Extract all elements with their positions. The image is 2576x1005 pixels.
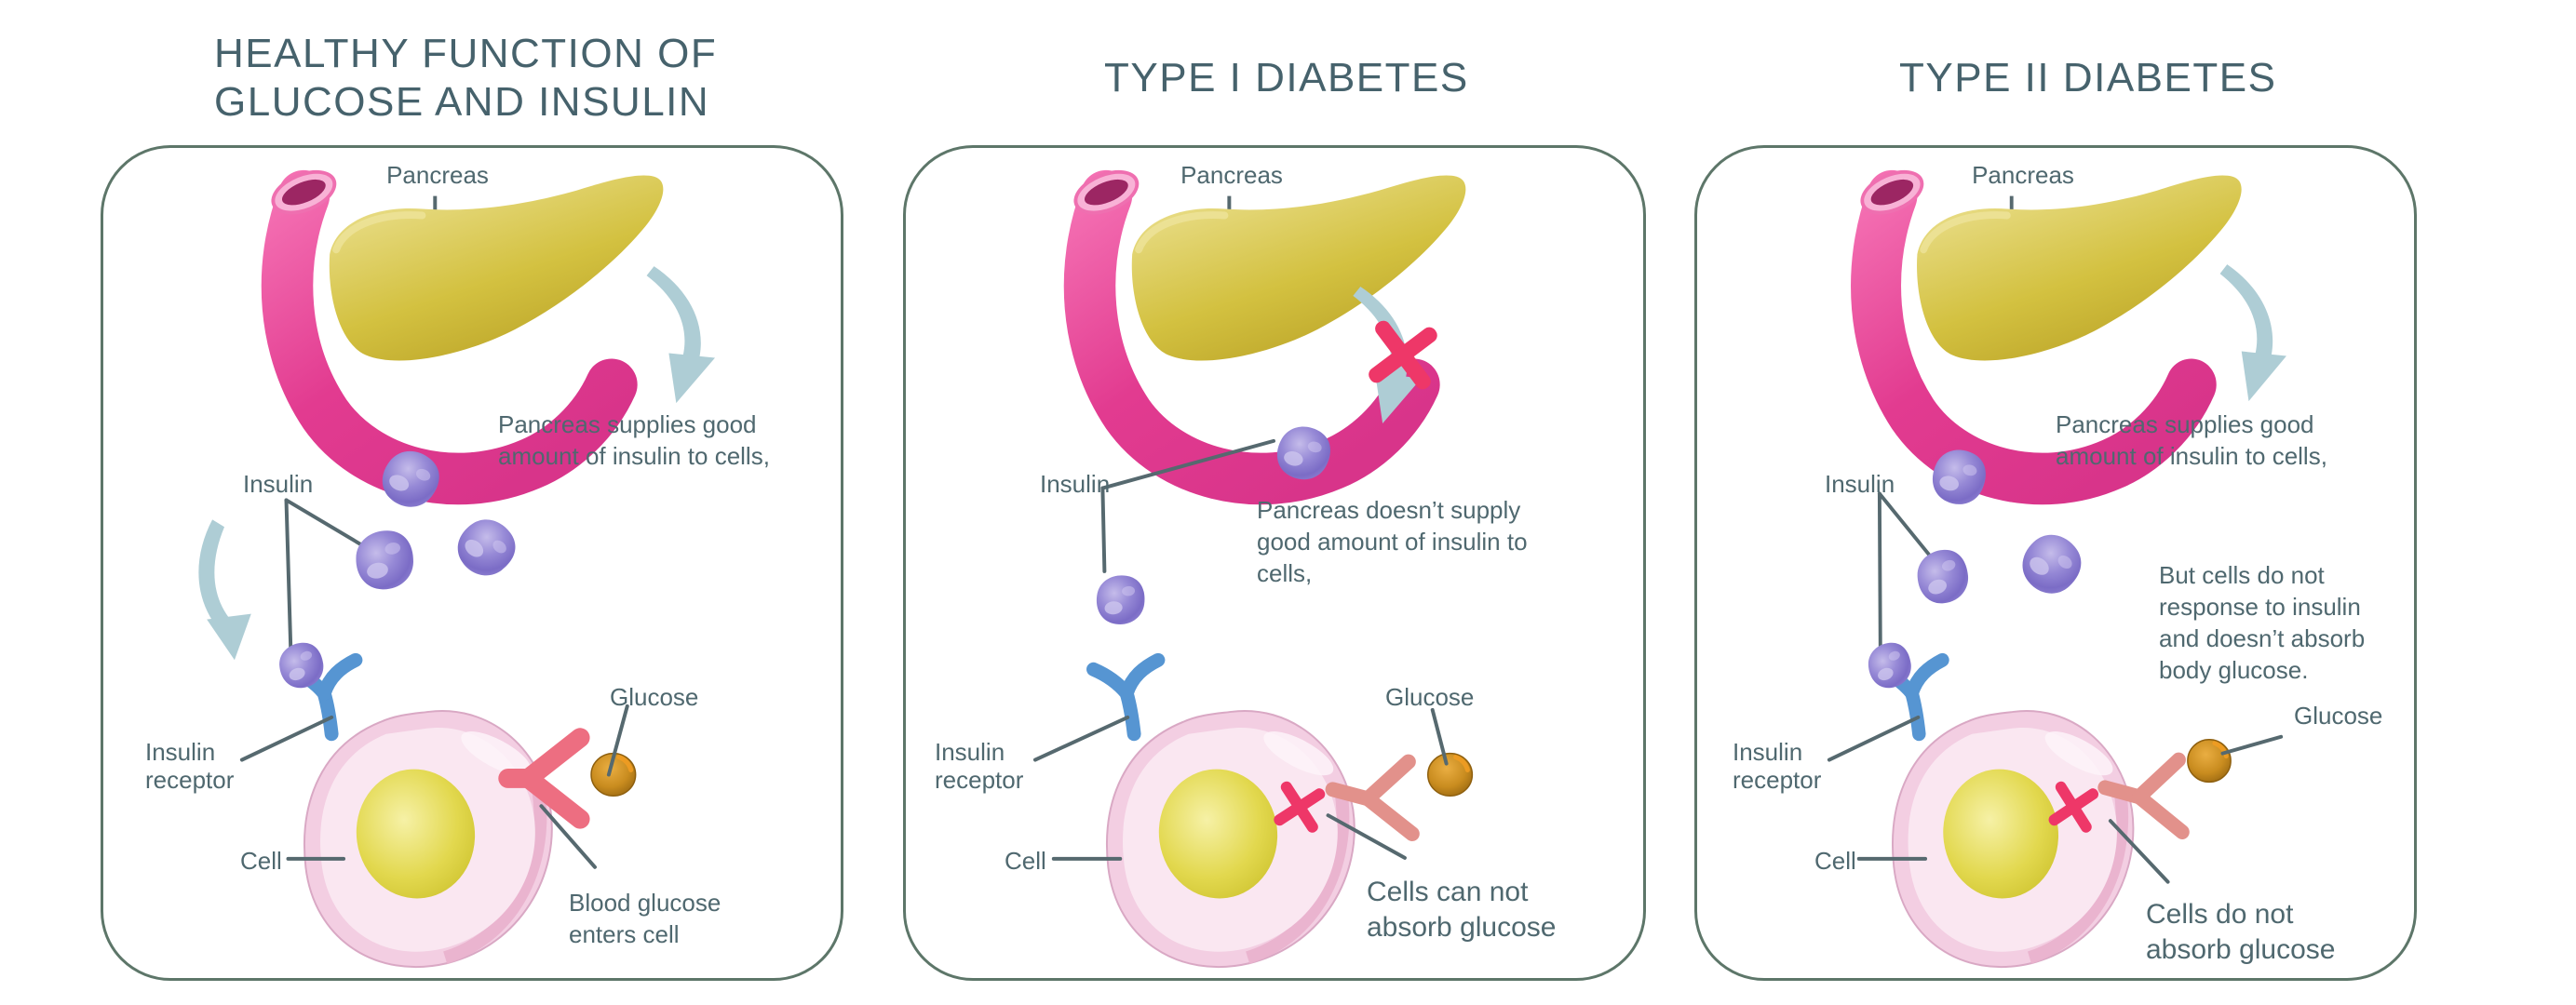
insulin-label: Insulin [1825, 470, 1895, 498]
curved-arrow-icon [2219, 264, 2286, 402]
leader-lines [1827, 715, 2284, 884]
supply-note: Pancreas supplies good amount of insulin… [498, 410, 770, 470]
panel-title-type2: TYPE II DIABETES [1899, 55, 2277, 100]
insulin-label: Insulin [1040, 470, 1111, 498]
insulin-molecule [2012, 523, 2091, 605]
cell [304, 711, 552, 967]
glucose-ball [2188, 740, 2231, 783]
response-note: But cells do not response to insulin and… [2159, 561, 2366, 684]
insulin-receptor-label: Insulin receptor [1733, 738, 1822, 794]
cell [1893, 711, 2133, 967]
bottom-note: Blood glucose enters cell [569, 889, 722, 948]
panel-title-type1: TYPE I DIABETES [1104, 55, 1469, 100]
insulin-label: Insulin [243, 470, 314, 498]
supply-note: Pancreas doesn’t supply good amount of i… [1257, 496, 1528, 587]
pancreas-label: Pancreas [1972, 161, 2074, 189]
insulin-receptor-label: Insulin receptor [935, 738, 1024, 794]
insulin-molecule [1094, 573, 1147, 627]
bottom-note: Cells can not absorb glucose [1367, 877, 1557, 943]
insulin-molecule [447, 508, 526, 587]
insulin-leader-lines [1877, 491, 1936, 658]
healthy-illustration [198, 148, 716, 978]
leader-lines [239, 704, 629, 869]
leader-lines [1032, 707, 1449, 861]
type2-illustration [1827, 148, 2286, 978]
curved-arrow-icon [198, 519, 251, 661]
insulin-receptor [1093, 660, 1157, 733]
cell [1107, 711, 1355, 967]
supply-note: Pancreas supplies good amount of insulin… [2056, 410, 2327, 470]
glucose-label: Glucose [1385, 683, 1475, 711]
panel-type1: Pancreas Insulin Pancreas doesn’t supply… [903, 145, 1646, 981]
pancreas-label: Pancreas [386, 161, 489, 189]
curved-arrow-icon [646, 266, 716, 404]
insulin-molecule [1910, 543, 1976, 610]
cell-label: Cell [1005, 847, 1046, 875]
panel-healthy: Pancreas Insulin Pancreas supplies good … [101, 145, 843, 981]
insulin-receptor-label: Insulin receptor [145, 738, 235, 794]
type1-illustration [1032, 148, 1643, 978]
panel-type2: Pancreas Insulin Pancreas supplies good … [1694, 145, 2417, 981]
glucose-ball [1428, 754, 1473, 797]
insulin-leader-lines [1100, 438, 1275, 573]
bottom-note: Cells do not absorb glucose [2146, 899, 2336, 965]
cell-label: Cell [1814, 847, 1856, 875]
insulin-molecule [350, 525, 419, 595]
pancreas-illustration [1068, 162, 1466, 479]
glucose-label: Glucose [2294, 702, 2383, 730]
glucose-label: Glucose [610, 683, 699, 711]
panel-title-healthy: HEALTHY FUNCTION OF GLUCOSE AND INSULIN [214, 31, 718, 125]
cell-label: Cell [240, 847, 282, 875]
pancreas-label: Pancreas [1180, 161, 1283, 189]
